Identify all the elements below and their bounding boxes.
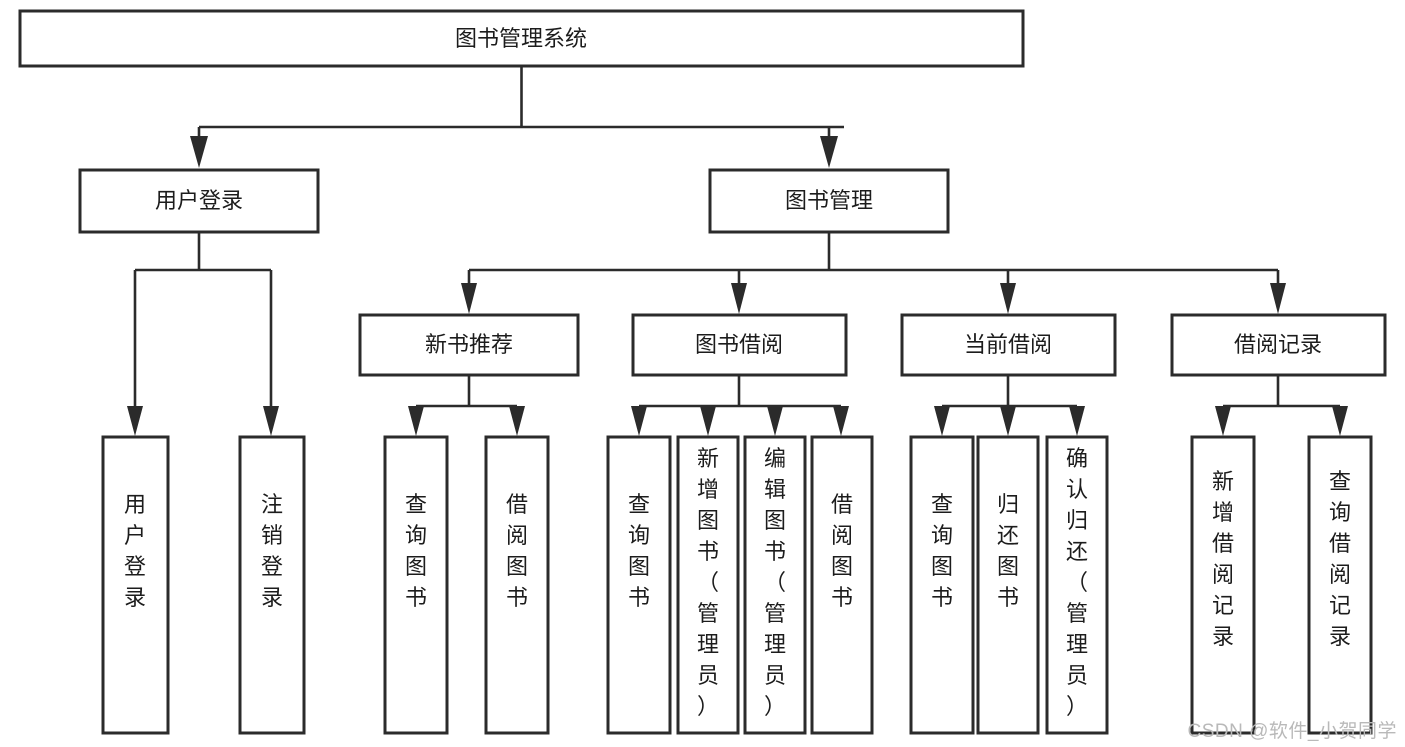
node-leaf-logout-login-label: 注销登录 bbox=[261, 492, 283, 610]
node-leaf-borrow-book-2-label: 借阅图书 bbox=[831, 492, 853, 610]
arrow-to-leaf-logout-login bbox=[263, 406, 279, 436]
node-leaf-query-book-2-label: 查询图书 bbox=[628, 492, 650, 610]
arrow-to-leaf-query-book-3 bbox=[934, 406, 950, 436]
node-root[interactable]: 图书管理系统 bbox=[18, 9, 1025, 68]
node-leaf-add-book[interactable]: 新增图书（管理员） bbox=[676, 435, 740, 735]
node-new-book-recommend-label: 新书推荐 bbox=[425, 332, 513, 357]
node-user-login[interactable]: 用户登录 bbox=[78, 168, 320, 234]
node-leaf-user-login-box[interactable] bbox=[101, 435, 170, 735]
node-leaf-query-record-label: 查询借阅记录 bbox=[1329, 469, 1351, 649]
node-book-borrow-label: 图书借阅 bbox=[695, 332, 783, 357]
node-user-login-label: 用户登录 bbox=[155, 188, 243, 213]
node-leaf-add-book-label: 新增图书（管理员） bbox=[697, 446, 719, 719]
node-leaf-return-book-label: 归还图书 bbox=[997, 492, 1019, 610]
arrow-to-book-borrow bbox=[731, 283, 747, 314]
arrow-to-leaf-query-record bbox=[1332, 406, 1348, 436]
node-leaf-user-login[interactable]: 用户登录 bbox=[101, 435, 170, 735]
arrow-to-leaf-query-book-1 bbox=[408, 406, 424, 436]
arrow-to-leaf-edit-book bbox=[767, 406, 783, 436]
node-leaf-query-book-2-box[interactable] bbox=[606, 435, 672, 735]
node-leaf-edit-book[interactable]: 编辑图书（管理员） bbox=[743, 435, 807, 735]
node-leaf-borrow-book-1-label: 借阅图书 bbox=[506, 492, 528, 610]
arrow-to-leaf-confirm-return bbox=[1069, 406, 1085, 436]
arrow-to-leaf-user-login bbox=[127, 406, 143, 436]
node-leaf-add-record[interactable]: 新增借阅记录 bbox=[1190, 435, 1256, 735]
node-leaf-query-book-3-box[interactable] bbox=[909, 435, 975, 735]
node-root-label: 图书管理系统 bbox=[455, 26, 587, 51]
node-leaf-borrow-book-1-box[interactable] bbox=[484, 435, 550, 735]
csdn-watermark: CSDN @软件_小贺同学 bbox=[1187, 721, 1397, 742]
arrow-to-current-borrow bbox=[1000, 283, 1016, 314]
node-leaf-query-record[interactable]: 查询借阅记录 bbox=[1307, 435, 1373, 735]
node-leaf-logout-login-box[interactable] bbox=[238, 435, 306, 735]
node-borrow-record-label: 借阅记录 bbox=[1234, 332, 1322, 357]
arrow-to-leaf-add-book bbox=[700, 406, 716, 436]
node-book-borrow-box[interactable] bbox=[631, 313, 848, 377]
connector-layer bbox=[127, 66, 1348, 436]
node-book-borrow[interactable]: 图书借阅 bbox=[631, 313, 848, 377]
node-new-book-recommend-box[interactable] bbox=[358, 313, 580, 377]
node-leaf-return-book-box[interactable] bbox=[976, 435, 1040, 735]
node-leaf-query-book-1-box[interactable] bbox=[383, 435, 449, 735]
node-leaf-borrow-book-2-box[interactable] bbox=[810, 435, 874, 735]
node-current-borrow-box[interactable] bbox=[900, 313, 1117, 377]
node-book-manage[interactable]: 图书管理 bbox=[708, 168, 950, 234]
node-user-login-box[interactable] bbox=[78, 168, 320, 234]
node-borrow-record[interactable]: 借阅记录 bbox=[1170, 313, 1387, 377]
node-borrow-record-box[interactable] bbox=[1170, 313, 1387, 377]
node-leaf-edit-book-label: 编辑图书（管理员） bbox=[764, 446, 786, 719]
arrow-to-leaf-return-book bbox=[1000, 406, 1016, 436]
node-leaf-logout-login[interactable]: 注销登录 bbox=[238, 435, 306, 735]
node-leaf-add-book-box[interactable] bbox=[676, 435, 740, 735]
node-leaf-confirm-return-label: 确认归还（管理员） bbox=[1066, 446, 1088, 719]
arrow-to-leaf-borrow-book-2 bbox=[833, 406, 849, 436]
node-leaf-return-book[interactable]: 归还图书 bbox=[976, 435, 1040, 735]
node-leaf-add-record-box[interactable] bbox=[1190, 435, 1256, 735]
node-leaf-query-record-box[interactable] bbox=[1307, 435, 1373, 735]
node-leaf-query-book-3[interactable]: 查询图书 bbox=[909, 435, 975, 735]
node-leaf-add-record-label: 新增借阅记录 bbox=[1212, 469, 1234, 649]
node-root-box[interactable] bbox=[18, 9, 1025, 68]
node-current-borrow[interactable]: 当前借阅 bbox=[900, 313, 1117, 377]
arrow-to-user-login bbox=[190, 136, 208, 168]
node-leaf-query-book-1-label: 查询图书 bbox=[405, 492, 427, 610]
node-book-manage-label: 图书管理 bbox=[785, 188, 873, 213]
node-leaf-borrow-book-2[interactable]: 借阅图书 bbox=[810, 435, 874, 735]
node-leaf-query-book-2[interactable]: 查询图书 bbox=[606, 435, 672, 735]
node-leaf-confirm-return[interactable]: 确认归还（管理员） bbox=[1045, 435, 1109, 735]
arrow-to-leaf-query-book-2 bbox=[631, 406, 647, 436]
arrow-to-new-book-recommend bbox=[461, 283, 477, 314]
node-leaf-borrow-book-1[interactable]: 借阅图书 bbox=[484, 435, 550, 735]
node-leaf-confirm-return-box[interactable] bbox=[1045, 435, 1109, 735]
node-leaf-user-login-label: 用户登录 bbox=[124, 492, 146, 610]
node-new-book-recommend[interactable]: 新书推荐 bbox=[358, 313, 580, 377]
node-leaf-query-book-3-label: 查询图书 bbox=[931, 492, 953, 610]
arrow-to-leaf-borrow-book-1 bbox=[509, 406, 525, 436]
arrow-to-borrow-record bbox=[1270, 283, 1286, 314]
arrow-to-leaf-add-record bbox=[1215, 406, 1231, 436]
node-leaf-edit-book-box[interactable] bbox=[743, 435, 807, 735]
node-leaf-query-book-1[interactable]: 查询图书 bbox=[383, 435, 449, 735]
arrow-to-book-manage bbox=[820, 136, 838, 168]
node-book-manage-box[interactable] bbox=[708, 168, 950, 234]
node-current-borrow-label: 当前借阅 bbox=[964, 332, 1052, 357]
